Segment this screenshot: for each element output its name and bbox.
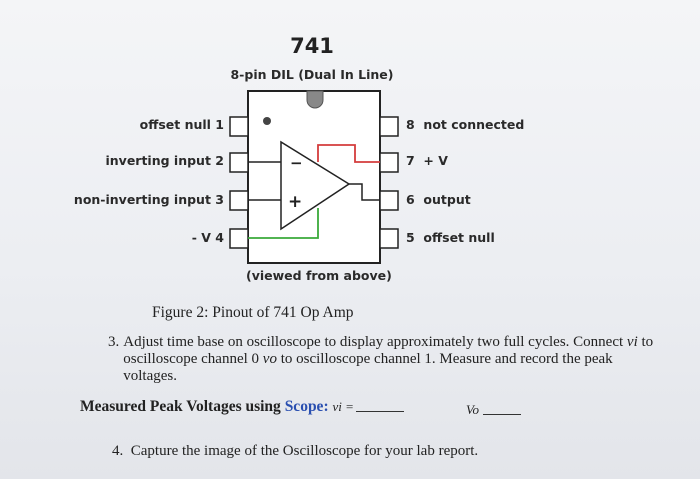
step-3-number: 3. xyxy=(108,334,120,350)
pin-2 xyxy=(229,152,249,173)
scope-word: Scope: xyxy=(284,398,329,415)
pin-1-label: offset null 1 xyxy=(139,117,224,132)
vo-answer-blank[interactable] xyxy=(483,414,521,415)
pin-6-label: 6 output xyxy=(406,192,471,207)
opamp-minus-sign: − xyxy=(290,154,303,172)
opamp-plus-sign: + xyxy=(288,192,302,212)
pin-7-label: 7 + V xyxy=(406,153,448,168)
step-4-text: Capture the image of the Oscilloscope fo… xyxy=(130,443,479,459)
pin-4-label: - V 4 xyxy=(191,230,224,245)
figure-caption: Figure 2: Pinout of 741 Op Amp xyxy=(152,304,354,321)
wire-minus-v xyxy=(248,208,319,239)
pin-8 xyxy=(379,116,399,137)
step-4-number: 4. xyxy=(112,443,124,459)
measured-peak-line: Measured Peak Voltages using Scope: vi = xyxy=(80,398,404,416)
vo-label: Vo xyxy=(466,402,479,417)
vi-answer-blank[interactable] xyxy=(355,411,404,412)
pin-3-label: non-inverting input 3 xyxy=(73,192,224,207)
pin-4 xyxy=(229,228,249,249)
vi-label: vi = xyxy=(332,399,354,414)
chip-title: 741 xyxy=(290,34,334,58)
pin-5 xyxy=(379,228,399,249)
pin-5-label: 5 offset null xyxy=(406,230,495,245)
pin-1-dot xyxy=(263,117,271,125)
pin-2-label: inverting input 2 xyxy=(105,153,224,168)
chip-notch xyxy=(306,90,324,109)
opamp-triangle xyxy=(280,140,351,231)
vo-field: Vo xyxy=(466,402,521,418)
chip-subtitle: 8-pin DIL (Dual In Line) xyxy=(230,67,394,82)
step-3-text: Adjust time base on oscilloscope to disp… xyxy=(123,334,654,384)
pin-3 xyxy=(229,190,249,211)
pin-8-label: 8 not connected xyxy=(406,117,525,132)
wire-output xyxy=(349,183,380,201)
step-4: 4. Capture the image of the Oscilloscope… xyxy=(112,443,478,460)
step-3: 3.Adjust time base on oscilloscope to di… xyxy=(108,334,663,385)
pin-1 xyxy=(229,116,249,137)
pin-7 xyxy=(379,152,399,173)
viewed-note: (viewed from above) xyxy=(246,268,392,283)
pin-6 xyxy=(379,190,399,211)
wire-plus-v xyxy=(317,144,380,163)
